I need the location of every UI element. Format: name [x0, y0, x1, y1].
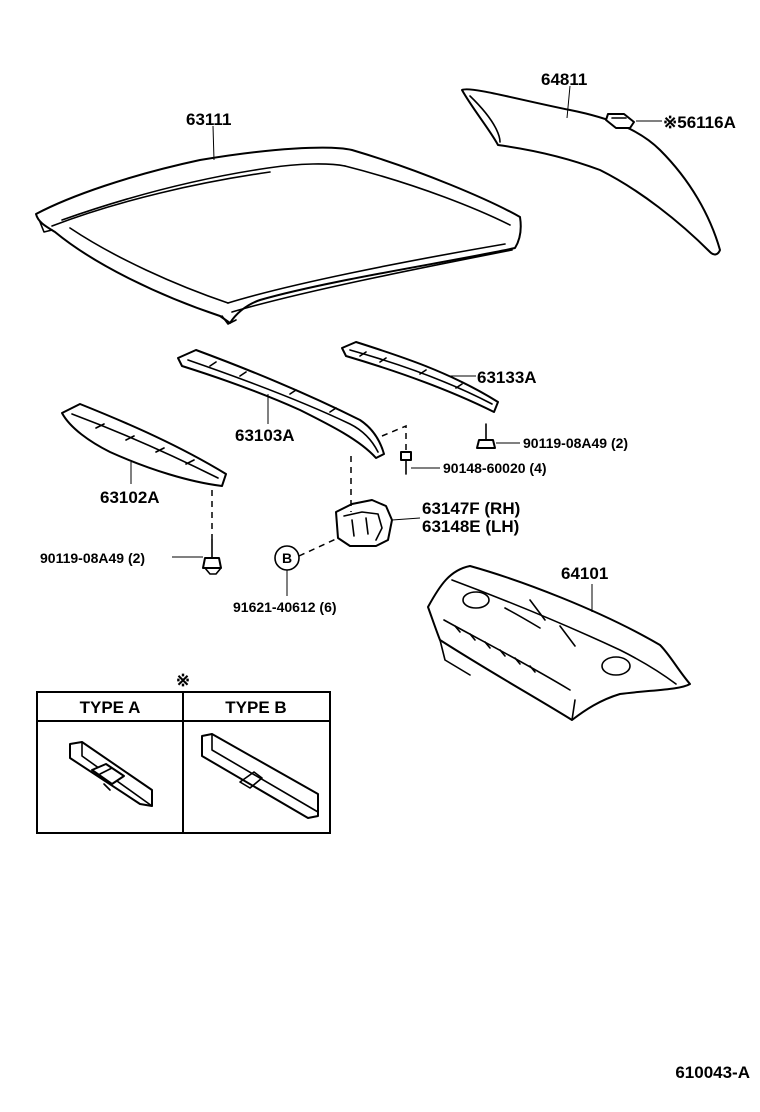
bolt-upper-right-drawing: [476, 423, 496, 449]
roof-panel-drawing: [35, 146, 522, 325]
label-bracket-rh: 63147F (RH): [422, 499, 520, 518]
label-63103a: 63103A: [235, 426, 295, 445]
label-bracket-lh: 63148E (LH): [422, 517, 519, 536]
inset-type-b-label: TYPE B: [225, 698, 286, 717]
back-window-leader: [566, 85, 571, 119]
glass-clip-drawing: [605, 113, 635, 129]
roof-bow-rear-drawing: [341, 341, 499, 413]
bolt-left-drawing: [202, 539, 222, 575]
roof-bow-front-drawing: [61, 403, 227, 487]
roof-bow-center-drawing: [177, 349, 385, 459]
label-63102a: 63102A: [100, 488, 160, 507]
label-56116a: ※56116A: [663, 113, 736, 132]
label-63133a: 63133A: [477, 368, 537, 387]
roof-panel-leader: [212, 125, 215, 161]
label-bolt-left: 90119-08A49 (2): [40, 550, 145, 566]
type-b-clip-drawing: [201, 733, 319, 819]
dashed-line-center-bolt: [381, 424, 407, 452]
label-64101: 64101: [561, 564, 608, 583]
label-63111: 63111: [186, 110, 231, 129]
label-clip-b: 91621-40612 (6): [233, 599, 337, 615]
type-a-clip-drawing: [69, 741, 153, 807]
bolt-center-drawing: [400, 451, 412, 475]
label-bolt-upper-right: 90119-08A49 (2): [523, 435, 628, 451]
inset-mark: ※: [176, 671, 190, 690]
label-circle-b: B: [282, 550, 292, 566]
label-bolt-center: 90148-60020 (4): [443, 460, 547, 476]
dashed-line-circle-b: [298, 537, 339, 557]
bracket-leader: [391, 517, 421, 521]
inset-type-a-label: TYPE A: [80, 698, 141, 717]
label-64811: 64811: [541, 70, 587, 89]
package-tray-drawing: [427, 565, 691, 721]
diagram-code: 610043-A: [675, 1063, 750, 1082]
bracket-drawing: [335, 499, 393, 547]
back-window-drawing: [461, 88, 721, 256]
